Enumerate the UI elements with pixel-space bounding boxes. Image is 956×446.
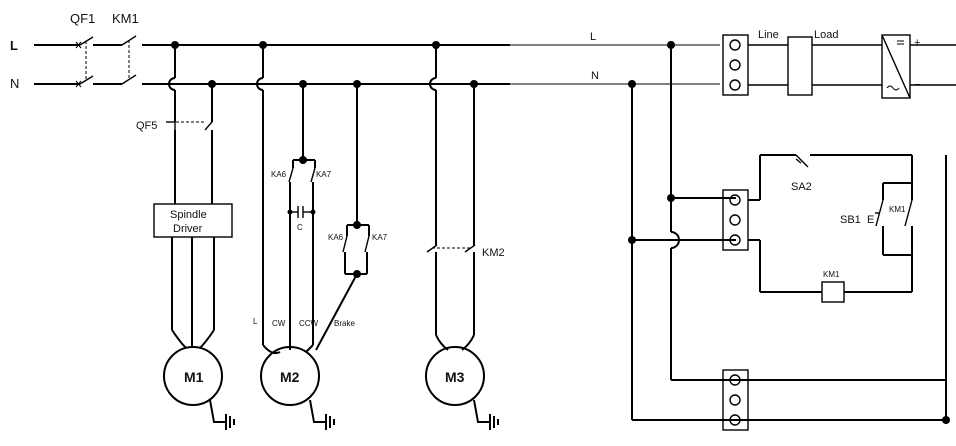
label-km1-contact: KM1 [889,205,906,214]
terminal-block-3 [722,369,749,431]
line-filter [787,36,882,96]
label-l-right: L [590,31,596,43]
terminal-block-2 [722,189,749,251]
label-c: C [297,223,303,232]
label-plus: + [914,37,920,49]
label-sa2: SA2 [791,181,812,193]
label-ka6-a: KA6 [271,170,287,179]
main-bus [34,44,720,85]
label-qf1: QF1 [70,11,95,26]
labels: QF1 KM1 L N L N QF5 Spindle Driver KA6 K… [10,11,920,385]
control-circuit [748,154,913,303]
label-km1-coil: KM1 [823,270,840,279]
power-supply [881,34,956,99]
label-qf5: QF5 [136,120,157,132]
terminal-block-1 [722,34,788,96]
m2-branch [256,45,370,430]
label-load: Load [814,29,838,41]
junction-dots [171,41,950,424]
label-ccw: CCW [299,319,319,328]
label-line: Line [758,29,779,41]
label-n-right: N [591,70,599,82]
label-l: L [10,38,18,53]
m3-branch [425,45,499,430]
label-m1: M1 [184,369,204,385]
label-km1: KM1 [112,11,139,26]
label-m3: M3 [445,369,465,385]
label-l-small: L [253,317,258,326]
spindle-branch [153,45,235,430]
breaker-qf1 [75,36,94,88]
label-minus: − [914,79,920,91]
control-distribution [631,45,947,421]
label-ka7-b: KA7 [372,233,388,242]
label-ka6-b: KA6 [328,233,344,242]
label-ka7-a: KA7 [316,170,332,179]
label-brake: Brake [334,319,355,328]
contactor-km1-main [121,35,137,85]
label-e: E [867,214,874,226]
label-spindle-driver-2: Driver [173,223,203,235]
label-n: N [10,76,19,91]
label-cw: CW [272,319,286,328]
label-spindle-driver-1: Spindle [170,209,207,221]
label-sb1: SB1 [840,214,861,226]
label-m2: M2 [280,369,300,385]
label-km2: KM2 [482,247,505,259]
